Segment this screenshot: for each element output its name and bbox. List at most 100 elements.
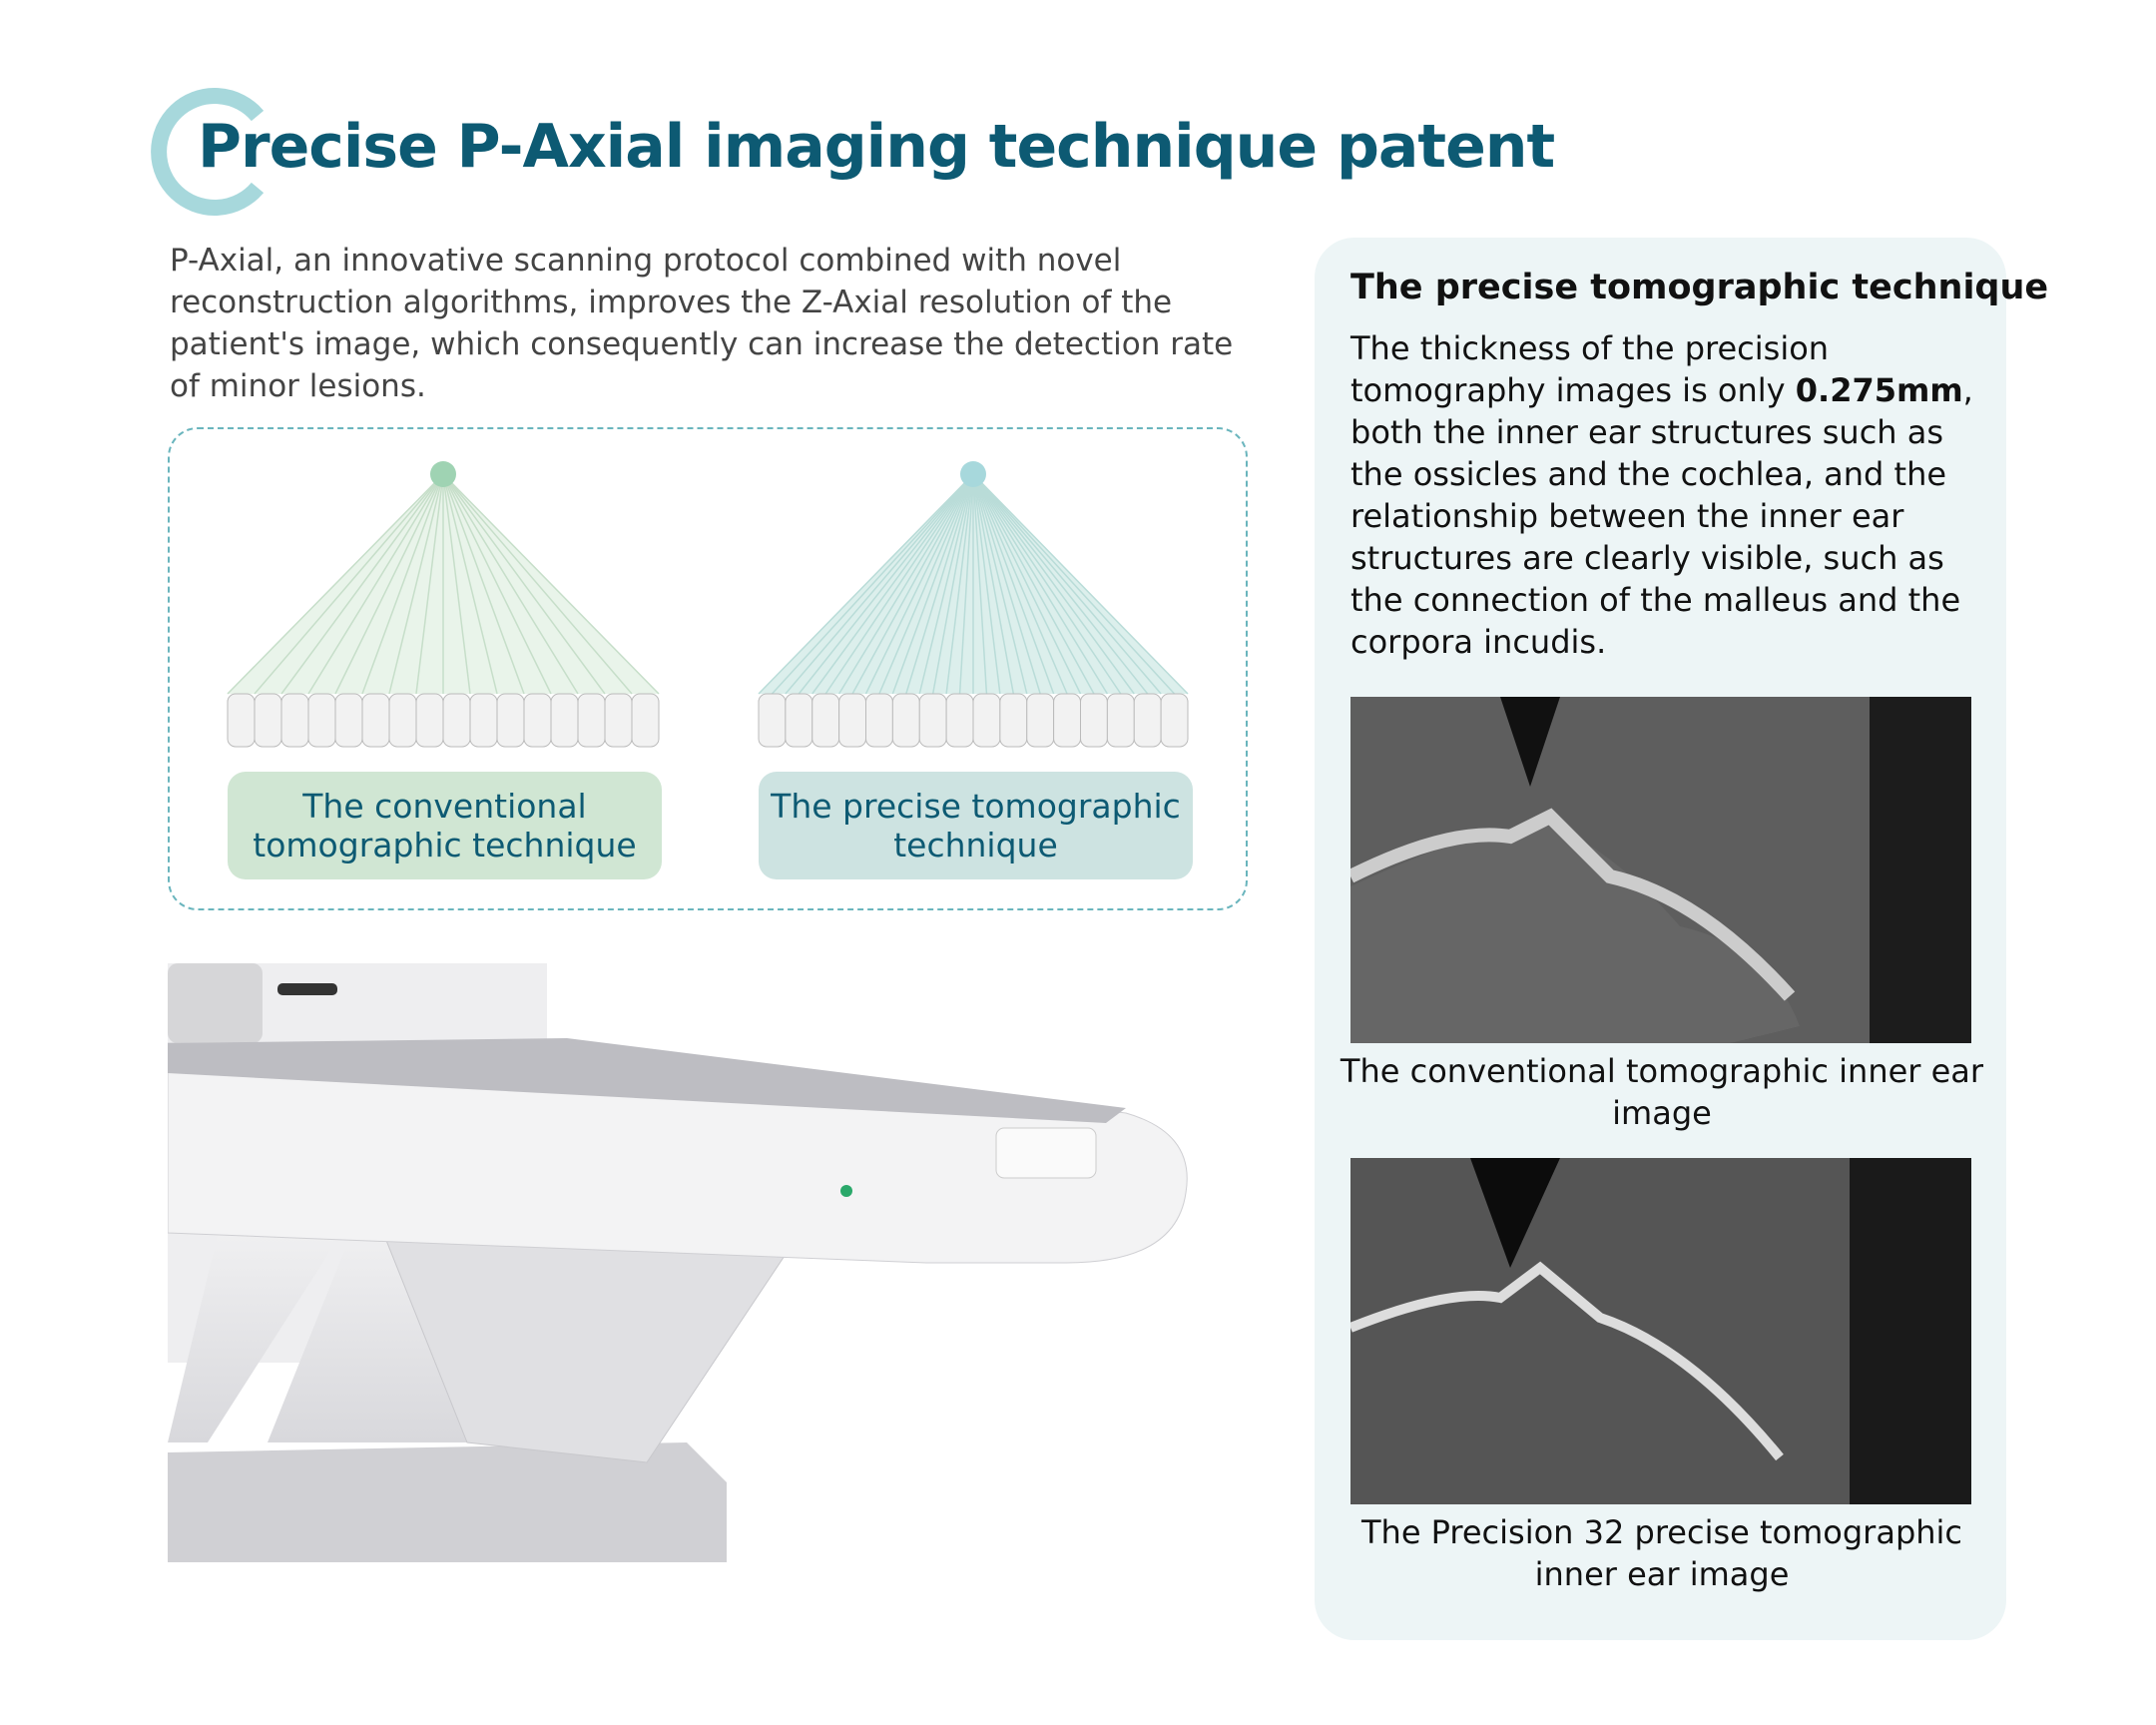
- detector-cell: [972, 693, 1001, 748]
- ray-line: [972, 473, 1149, 695]
- ray-line: [972, 473, 1082, 695]
- detector-cell: [891, 693, 920, 748]
- ray-line: [972, 473, 1095, 695]
- ray-line: [837, 473, 974, 695]
- ray-line: [254, 473, 444, 695]
- detector-cell: [999, 693, 1028, 748]
- precise-fan: [758, 461, 1189, 748]
- detector-cell: [918, 693, 947, 748]
- panel-body: The thickness of the precision tomograph…: [1350, 327, 1989, 663]
- detector-cell: [785, 693, 813, 748]
- detector-cell: [1106, 693, 1135, 748]
- detector-cell: [811, 693, 840, 748]
- ray-line: [972, 473, 1015, 695]
- detector-cell: [1053, 693, 1081, 748]
- ray-line: [918, 473, 974, 695]
- conventional-ct-image: [1350, 697, 1971, 1043]
- detector-cell: [227, 693, 256, 748]
- detector-cell: [577, 693, 606, 748]
- ray-line: [442, 473, 660, 695]
- ray-line: [931, 473, 974, 695]
- detector-cell: [945, 693, 974, 748]
- thickness-value: 0.275mm: [1795, 371, 1963, 409]
- ray-line: [905, 473, 974, 695]
- ct-scanner-image: [168, 963, 1188, 1562]
- caption-conventional: The conventional tomographic inner ear i…: [1340, 1052, 1984, 1132]
- ray-line: [945, 473, 974, 695]
- detector-cell: [361, 693, 390, 748]
- detector-cell: [631, 693, 660, 748]
- ray-line: [361, 473, 444, 695]
- ray-line: [798, 473, 974, 695]
- detector-cell: [280, 693, 309, 748]
- detector-cell: [334, 693, 363, 748]
- ray-line: [334, 473, 444, 695]
- ray-line: [972, 473, 988, 695]
- detector-cell: [254, 693, 282, 748]
- ray-line: [442, 473, 471, 695]
- ray-line: [442, 473, 579, 695]
- panel-heading: The precise tomographic technique: [1350, 268, 2049, 307]
- ray-line: [972, 473, 1162, 695]
- detector-cell: [469, 693, 498, 748]
- caption-precision: The Precision 32 precise tomographic inn…: [1360, 1513, 1963, 1593]
- ray-line: [972, 473, 1028, 695]
- ray-line: [442, 473, 633, 695]
- detector-cell: [307, 693, 336, 748]
- ray-line: [758, 473, 974, 695]
- ray-line: [280, 473, 444, 695]
- ray-line: [811, 473, 974, 695]
- detector-cell: [838, 693, 866, 748]
- ray-line: [972, 473, 1135, 695]
- fan-diagram: [227, 461, 1189, 748]
- ray-line: [442, 473, 606, 695]
- detector-cell: [388, 693, 417, 748]
- ray-line: [958, 473, 974, 695]
- ray-line: [771, 473, 974, 695]
- diagram-box: [168, 427, 1248, 910]
- detector-cell: [1026, 693, 1055, 748]
- detector-cell: [523, 693, 552, 748]
- detector-cell: [1160, 693, 1189, 748]
- x-ray-source-icon: [960, 461, 986, 487]
- ray-line: [972, 473, 1055, 695]
- conventional-fan: [227, 461, 660, 748]
- ray-line: [972, 473, 1176, 695]
- conventional-technique-label: The conventional tomographic technique: [228, 772, 662, 879]
- x-ray-source-icon: [430, 461, 456, 487]
- ray-line: [972, 473, 1068, 695]
- ray-line: [442, 473, 552, 695]
- body-text: The thickness of the precision tomograph…: [1350, 329, 1830, 409]
- detector-cell: [604, 693, 633, 748]
- ray-line: [972, 473, 1189, 695]
- ray-line: [864, 473, 974, 695]
- ray-line: [415, 473, 444, 695]
- detector-cell: [1080, 693, 1108, 748]
- ray-line: [891, 473, 974, 695]
- detector-cell: [442, 693, 471, 748]
- detector-cell: [758, 693, 787, 748]
- ray-line: [972, 473, 1109, 695]
- detector-cell: [496, 693, 525, 748]
- ray-line: [972, 473, 1122, 695]
- ray-line: [388, 473, 444, 695]
- ray-line: [785, 473, 974, 695]
- precise-technique-label: The precise tomographic technique: [759, 772, 1193, 879]
- title-ring-icon: [151, 88, 265, 216]
- page-title: Precise P-Axial imaging technique patent: [198, 112, 1555, 182]
- body-text-rest: , both the inner ear structures such as …: [1350, 371, 1973, 661]
- detector-cell: [415, 693, 444, 748]
- ray-line: [972, 473, 1001, 695]
- ray-line: [824, 473, 974, 695]
- intro-paragraph: P-Axial, an innovative scanning protocol…: [170, 243, 1234, 404]
- detector-cell: [550, 693, 579, 748]
- ray-line: [972, 473, 1041, 695]
- detector-cell: [1133, 693, 1162, 748]
- precision-ct-image: [1350, 1158, 1971, 1504]
- detector-cell: [865, 693, 893, 748]
- ray-line: [307, 473, 444, 695]
- ray-line: [442, 473, 498, 695]
- ray-line: [851, 473, 974, 695]
- ray-line: [442, 473, 525, 695]
- ray-line: [227, 473, 444, 695]
